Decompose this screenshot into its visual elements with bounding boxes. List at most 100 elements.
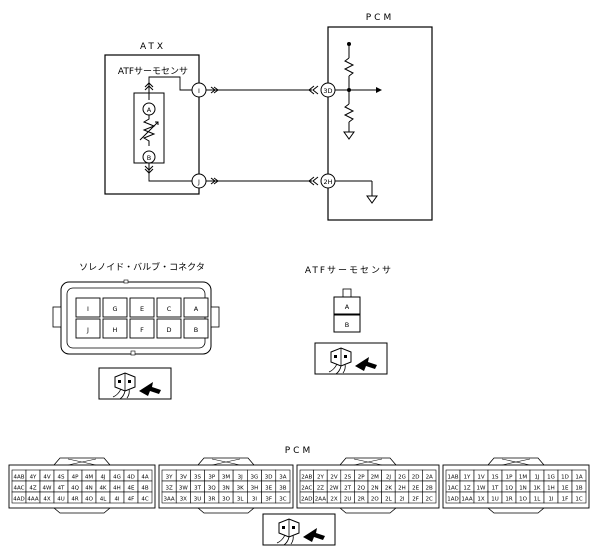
atx-label: ATX <box>140 42 166 52</box>
solenoid-pin-label: C <box>167 305 172 313</box>
pcm-pin-label: 4F <box>128 496 135 502</box>
pcm-pin-label: 4N <box>85 485 93 491</box>
pcm-pin-cell: 4R <box>67 491 83 504</box>
pcm-pin-cell: 3A <box>275 469 291 482</box>
pcm-pin-cell: 3I <box>247 491 262 504</box>
pcm-pin-cell: 2AA <box>313 491 328 504</box>
pcm-pin-cell: 3D <box>261 469 277 482</box>
pcm-pin-cell: 4B <box>137 480 153 493</box>
pcm-pin-label: 1P <box>506 474 513 480</box>
pcm-pin-cell: 2F <box>408 491 423 504</box>
pcm-pin-cell: 2B <box>422 480 437 493</box>
pcm-pin-label: 3H <box>251 485 259 491</box>
pcm-pin-cell: 4L <box>95 491 111 504</box>
pcm-pin-cell: 3B <box>275 480 291 493</box>
pcm-pin-cell: 4C <box>137 491 153 504</box>
pcm-pin-cell: 3O <box>218 491 234 504</box>
pcm-pin-label: 1Q <box>505 485 513 491</box>
pcm-pin-cell: 2K <box>381 480 396 493</box>
pcm-pin-label: 2X <box>330 496 337 502</box>
sensor-circuit: A B <box>133 82 165 174</box>
pcm-pin-label: 3G <box>251 474 259 480</box>
pin-j-label: J <box>197 178 200 186</box>
pin-i-label: I <box>198 87 200 95</box>
pcm-pin-label: 2B <box>426 485 433 491</box>
pcm-pin-label: 1M <box>519 474 527 480</box>
pcm-pin-label: 4E <box>128 485 135 491</box>
pcm-pin-cell: 4X <box>39 491 55 504</box>
pcm-pin-label: 1B <box>575 485 582 491</box>
pcm-pin-cell: 4AC <box>11 480 27 493</box>
pcm-pin-cell: 4O <box>81 491 97 504</box>
pcm-pin-cell: 1K <box>529 480 545 493</box>
pcm-pin-cell: 1B <box>571 480 587 493</box>
pcm-pin-label: 3T <box>194 485 201 491</box>
pcm-pin-label: 2I <box>399 496 404 502</box>
pcm-pin-cell: 3V <box>175 469 191 482</box>
pcm-pin-cell: 3U <box>190 491 205 504</box>
pcm-pin-cell: 3P <box>204 469 220 482</box>
pcm-pin-label: 3K <box>237 485 244 491</box>
pcm-pin-cell: 3T <box>190 480 205 493</box>
pcm-pin-label: 1L <box>534 496 541 502</box>
pcm-pin-cell: 3E <box>261 480 277 493</box>
solenoid-connector-title: ソレノイド・バルブ・コネクタ <box>79 261 205 273</box>
pcm-pin-label: 1V <box>477 474 484 480</box>
pcm-pin-cell: 2D <box>408 469 423 482</box>
pcm-pin-label: 1AC <box>447 485 458 491</box>
pcm-pin-cell: 2E <box>408 480 423 493</box>
pcm-pin-cell: 4U <box>53 491 69 504</box>
pcm-pin-cell: 4T <box>53 480 69 493</box>
pcm-pin-label: 2R <box>358 496 365 502</box>
pcm-pin-label: 1AA <box>461 496 472 502</box>
pcm-pin-label: 1S <box>492 474 499 480</box>
pcm-pin-cell: 2A <box>422 469 437 482</box>
pcm-pin-label: 1A <box>575 474 582 480</box>
pcm-pin-cell: 3C <box>275 491 291 504</box>
pcm-pin-label: 3C <box>279 496 286 502</box>
pcm-pin-cell: 2C <box>422 491 437 504</box>
pcm-pin-cell: 1C <box>571 491 587 504</box>
pcm-pin-label: 4K <box>99 485 106 491</box>
pcm-pin-cell: 2P <box>354 469 369 482</box>
pcm-pin-label: 2H <box>398 485 406 491</box>
pcm-pin-label: 4AC <box>13 485 24 491</box>
pcm-pin-label: 2K <box>385 485 392 491</box>
pcm-label: PCM <box>366 13 394 23</box>
pcm-pin-cell: 1Q <box>501 480 517 493</box>
pcm-pin-label: 4Z <box>29 485 36 491</box>
pcm-pin-cell: 3S <box>190 469 205 482</box>
pcm-pin-cell: 4S <box>53 469 69 482</box>
pcm-pin-cell: 1X <box>473 491 489 504</box>
pcm-pin-label: 2F <box>412 496 419 502</box>
pcm-pin-cell: 3R <box>204 491 220 504</box>
pcm-pin-label: 3U <box>194 496 202 502</box>
pcm-pin-cell: 3H <box>247 480 262 493</box>
pcm-pin-cell: 4Z <box>25 480 41 493</box>
pcm-pin-label: 4A <box>141 474 148 480</box>
pcm-pin-label: 3X <box>180 496 187 502</box>
pcm-pin-cell: 4J <box>95 469 111 482</box>
pcm-pin-label: 4Q <box>71 485 79 491</box>
pcm-pin-label: 1X <box>477 496 484 502</box>
pcm-pin-cell: 1P <box>501 469 517 482</box>
pcm-pin-cell: 3X <box>175 491 191 504</box>
solenoid-pin-label: G <box>112 305 117 313</box>
pcm-pin-label: 1I <box>548 496 553 502</box>
pcm-pin-label: 2S <box>344 474 351 480</box>
pcm-pin-label: 2W <box>330 485 339 491</box>
solenoid-pin-cell: C <box>156 297 182 318</box>
pcm-pin-cell: 1F <box>557 491 573 504</box>
pcm-pin-label: 4D <box>127 474 135 480</box>
solenoid-pin-cell: J <box>75 318 101 339</box>
pcm-pin-cell: 3K <box>232 480 248 493</box>
atf-connector-title: ATFサーモセンサ <box>305 265 393 276</box>
pcm-pin-label: 1H <box>547 485 555 491</box>
atf-pin-a: A <box>345 303 350 311</box>
solenoid-pin-cell: A <box>183 297 209 318</box>
solenoid-pin-cell: E <box>129 297 155 318</box>
pcm-pin-label: 3B <box>279 485 286 491</box>
